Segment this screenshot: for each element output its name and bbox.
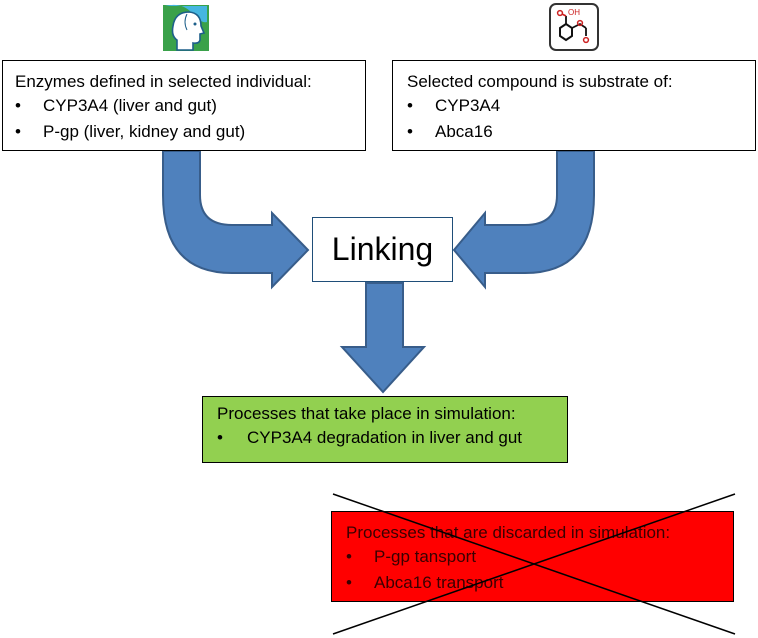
- list-item: CYP3A4 degradation in liver and gut: [217, 425, 557, 451]
- curved-arrow-right-icon: [452, 150, 595, 290]
- linking-box: Linking: [312, 217, 453, 282]
- list-item: Abca16: [407, 119, 745, 145]
- linking-label: Linking: [331, 231, 434, 267]
- discarded-processes-box: Processes that are discarded in simulati…: [331, 511, 734, 602]
- processes-list: CYP3A4 degradation in liver and gut: [217, 425, 557, 451]
- processes-box-title: Processes that take place in simulation:: [217, 404, 516, 423]
- individual-box-title: Enzymes defined in selected individual:: [15, 72, 312, 91]
- list-item: P-gp (liver, kidney and gut): [15, 119, 355, 145]
- discarded-box-title: Processes that are discarded in simulati…: [346, 523, 671, 542]
- curved-arrow-left-icon: [162, 150, 310, 290]
- individual-enzyme-list: CYP3A4 (liver and gut) P-gp (liver, kidn…: [15, 93, 355, 145]
- discarded-list: P-gp tansport Abca16 transport: [346, 544, 725, 596]
- list-item: P-gp tansport: [346, 544, 725, 570]
- svg-text:OH: OH: [568, 8, 580, 17]
- compound-substrate-list: CYP3A4 Abca16: [407, 93, 745, 145]
- processes-simulation-box: Processes that take place in simulation:…: [202, 396, 568, 463]
- list-item: CYP3A4: [407, 93, 745, 119]
- individual-head-icon: [161, 2, 211, 54]
- list-item: CYP3A4 (liver and gut): [15, 93, 355, 119]
- compound-box-title: Selected compound is substrate of:: [407, 72, 673, 91]
- individual-enzymes-box: Enzymes defined in selected individual: …: [2, 60, 366, 151]
- down-arrow-icon: [339, 282, 427, 394]
- compound-molecule-icon: OH: [549, 3, 599, 51]
- list-item: Abca16 transport: [346, 570, 725, 596]
- compound-substrate-box: Selected compound is substrate of: CYP3A…: [392, 60, 756, 151]
